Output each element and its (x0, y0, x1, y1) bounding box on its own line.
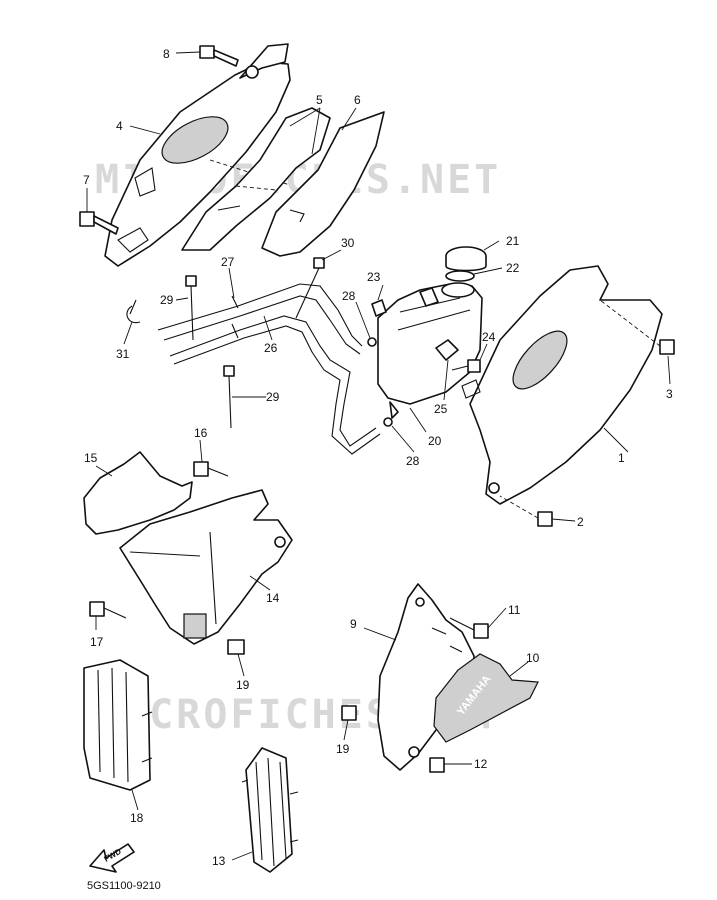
part-3-bolt[interactable] (599, 299, 675, 355)
callout-28-upper: 28 (342, 289, 356, 303)
callout-16: 16 (194, 426, 208, 440)
part-11-bolt[interactable] (449, 617, 489, 639)
callout-24: 24 (482, 330, 496, 344)
callout-1: 1 (618, 451, 625, 465)
callout-25: 25 (434, 402, 448, 416)
part-18-radiator-guard-left[interactable] (83, 659, 153, 791)
diagram-code: 5GS1100-9210 (87, 880, 161, 892)
part-20-reservoir-tank[interactable] (377, 282, 483, 419)
callout-4: 4 (116, 119, 123, 133)
part-29-clamp-lower[interactable] (223, 365, 235, 429)
part-2-bolt[interactable] (499, 495, 553, 527)
callout-14: 14 (266, 591, 280, 605)
callout-5: 5 (316, 93, 323, 107)
part-23-grommet[interactable] (371, 299, 387, 317)
callout-12: 12 (474, 757, 488, 771)
fwd-arrow-icon: FWD (89, 843, 135, 873)
part-28-clip-upper[interactable] (367, 337, 377, 347)
callout-6: 6 (354, 93, 361, 107)
callout-31: 31 (116, 347, 130, 361)
callout-labels: 1 2 3 4 5 6 7 8 9 10 11 12 13 14 15 16 1… (83, 47, 673, 868)
part-14-shroud-lower[interactable] (119, 489, 293, 645)
part-6-seal-panel[interactable] (261, 111, 385, 257)
part-17-bolt[interactable] (89, 601, 127, 619)
part-24-bolt[interactable] (451, 359, 481, 373)
part-5-seal-strips[interactable] (181, 107, 331, 251)
callout-9: 9 (350, 617, 357, 631)
callout-30: 30 (341, 236, 355, 250)
callout-21: 21 (506, 234, 520, 248)
callout-19-left: 19 (236, 678, 250, 692)
callout-8: 8 (163, 47, 170, 61)
callout-2: 2 (577, 515, 584, 529)
callout-29-upper: 29 (160, 293, 174, 307)
part-19-clip-left[interactable] (227, 639, 245, 655)
part-29-clamp-upper[interactable] (185, 275, 197, 341)
part-15-shroud-left[interactable] (83, 451, 193, 535)
part-16-bolt[interactable] (193, 461, 229, 477)
callout-22: 22 (506, 261, 520, 275)
part-8-bolt[interactable] (199, 45, 259, 79)
callout-15: 15 (84, 451, 98, 465)
part-13-radiator-guard-right[interactable] (241, 747, 299, 873)
part-21-cap[interactable] (445, 246, 487, 272)
callout-7: 7 (83, 173, 90, 187)
part-25-bracket[interactable] (435, 339, 459, 361)
callout-18: 18 (130, 811, 144, 825)
part-10-decal[interactable]: YAMAHA (433, 653, 539, 743)
callout-23: 23 (367, 270, 381, 284)
part-28-clip-lower[interactable] (383, 417, 393, 427)
callout-29-lower: 29 (266, 390, 280, 404)
part-22-gasket[interactable] (445, 270, 475, 282)
callout-13: 13 (212, 854, 226, 868)
callout-19-right: 19 (336, 742, 350, 756)
part-12-bolt[interactable] (429, 757, 464, 773)
callout-27: 27 (221, 255, 235, 269)
callout-20: 20 (428, 434, 442, 448)
part-19-clip-right[interactable] (341, 705, 357, 721)
part-26-27-hoses[interactable] (157, 283, 381, 455)
part-30-clip[interactable] (295, 257, 325, 319)
callout-11: 11 (508, 603, 521, 617)
callout-17: 17 (90, 635, 104, 649)
callout-26: 26 (264, 341, 278, 355)
part-31-clip[interactable] (126, 299, 141, 324)
callout-10: 10 (526, 651, 540, 665)
callout-28-lower: 28 (406, 454, 420, 468)
leader-lines (86, 51, 671, 861)
callout-3: 3 (666, 387, 673, 401)
part-1-side-panel-right[interactable] (461, 265, 663, 505)
